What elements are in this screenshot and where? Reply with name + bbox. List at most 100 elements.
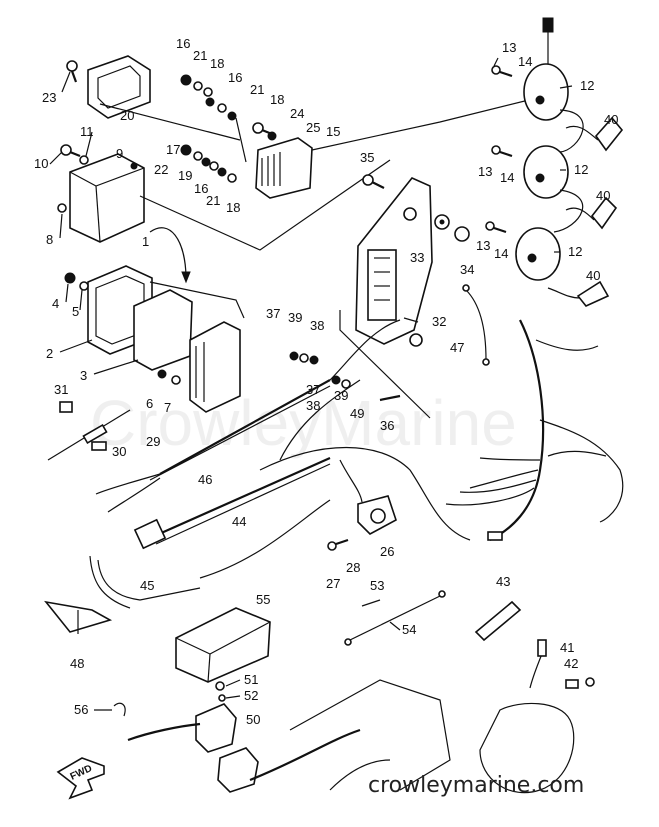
bolt-part-24	[252, 122, 277, 141]
callout-39: 39	[334, 388, 348, 403]
callout-31: 31	[54, 382, 68, 397]
callout-49: 49	[350, 406, 364, 421]
callout-24: 24	[290, 106, 304, 121]
bolt-part-10	[60, 144, 81, 158]
callout-34: 34	[460, 262, 474, 277]
callout-29: 29	[146, 434, 160, 449]
callout-32: 32	[432, 314, 446, 329]
callout-53: 53	[370, 578, 384, 593]
callout-17: 17	[166, 142, 180, 157]
callout-18: 18	[270, 92, 284, 107]
callout-45: 45	[140, 578, 154, 593]
callout-54: 54	[402, 622, 416, 637]
bolt-part-35	[362, 174, 385, 189]
callout-40: 40	[596, 188, 610, 203]
site-footer-text: crowleymarine.com	[368, 773, 584, 798]
callout-4: 4	[52, 296, 59, 311]
washer-part-52	[218, 694, 226, 702]
callout-13: 13	[478, 164, 492, 179]
callout-13: 13	[502, 40, 516, 55]
callout-8: 8	[46, 232, 53, 247]
callout-21: 21	[193, 48, 207, 63]
callout-37: 37	[306, 382, 320, 397]
main-harness-part-44	[133, 456, 331, 550]
callout-37: 37	[266, 306, 280, 321]
callout-42: 42	[564, 656, 578, 671]
callout-6: 6	[146, 396, 153, 411]
cdi-unit-part-1	[57, 153, 145, 243]
plug-cap-part-40-low	[547, 280, 610, 307]
bolt-part-36	[379, 394, 401, 402]
watermark: CrowleyMarine	[90, 387, 517, 459]
wiring-harness	[445, 319, 624, 541]
callout-56: 56	[74, 702, 88, 717]
mounting-bracket-part-32	[355, 177, 433, 347]
callout-labels: 16 21 18 16 21 18 24 25 15 23 20 11 10 9…	[34, 36, 618, 727]
callout-1: 1	[142, 234, 149, 249]
callout-18: 18	[226, 200, 240, 215]
callout-12: 12	[574, 162, 588, 177]
cable-part-45	[89, 555, 201, 609]
callout-19: 19	[178, 168, 192, 183]
callout-16: 16	[176, 36, 190, 51]
callout-30: 30	[112, 444, 126, 459]
nut-part-37	[289, 351, 299, 361]
callout-43: 43	[496, 574, 510, 589]
callout-9: 9	[116, 146, 123, 161]
callout-14: 14	[500, 170, 514, 185]
callout-46: 46	[198, 472, 212, 487]
ignition-coil-part-12-low	[515, 227, 561, 281]
bracket-part-48	[44, 600, 113, 634]
cover-part-55	[175, 607, 271, 683]
callout-25: 25	[306, 120, 320, 135]
callout-14: 14	[494, 246, 508, 261]
callout-48: 48	[70, 656, 84, 671]
screw-part-27	[327, 538, 349, 551]
callout-13: 13	[476, 238, 490, 253]
callout-38: 38	[310, 318, 324, 333]
callout-33: 33	[410, 250, 424, 265]
callout-27: 27	[326, 576, 340, 591]
callout-40: 40	[604, 112, 618, 127]
lead-part-54	[344, 590, 446, 646]
callout-52: 52	[244, 688, 258, 703]
rectifier-part-15	[255, 137, 313, 199]
callout-47: 47	[450, 340, 464, 355]
lead-wire-part-47	[462, 284, 490, 366]
plug-part-42	[565, 677, 595, 689]
plug-part-30	[91, 441, 107, 451]
clip-part-56	[113, 702, 126, 717]
callout-21: 21	[206, 193, 220, 208]
callout-23: 23	[42, 90, 56, 105]
bolt-part-51	[215, 681, 225, 691]
callout-14: 14	[518, 54, 532, 69]
callout-3: 3	[80, 368, 87, 383]
callout-16: 16	[228, 70, 242, 85]
fuse-holder-part-43	[474, 600, 522, 642]
washer-stack-mid	[180, 144, 237, 183]
callout-50: 50	[246, 712, 260, 727]
callout-16: 16	[194, 181, 208, 196]
callout-35: 35	[360, 150, 374, 165]
callout-40: 40	[586, 268, 600, 283]
grommet-part-34	[454, 226, 470, 242]
callout-26: 26	[380, 544, 394, 559]
callout-15: 15	[326, 124, 340, 139]
relay-part-50	[127, 703, 361, 793]
cdi-box-part-1	[189, 321, 241, 413]
bolts-part-13	[485, 65, 513, 234]
cable-part-46	[95, 379, 331, 513]
cable-part-29	[47, 409, 131, 461]
callout-51: 51	[244, 672, 258, 687]
callout-2: 2	[46, 346, 53, 361]
ignition-coil-part-12-top	[523, 17, 569, 121]
callout-44: 44	[232, 514, 246, 529]
clip-part-33	[434, 214, 450, 230]
bolt-part-31	[59, 401, 73, 413]
callout-5: 5	[72, 304, 79, 319]
forward-arrow-icon: FWD	[56, 757, 105, 800]
plug-cap-part-40-top	[565, 116, 624, 152]
callout-11: 11	[80, 124, 94, 139]
callout-20: 20	[120, 108, 134, 123]
